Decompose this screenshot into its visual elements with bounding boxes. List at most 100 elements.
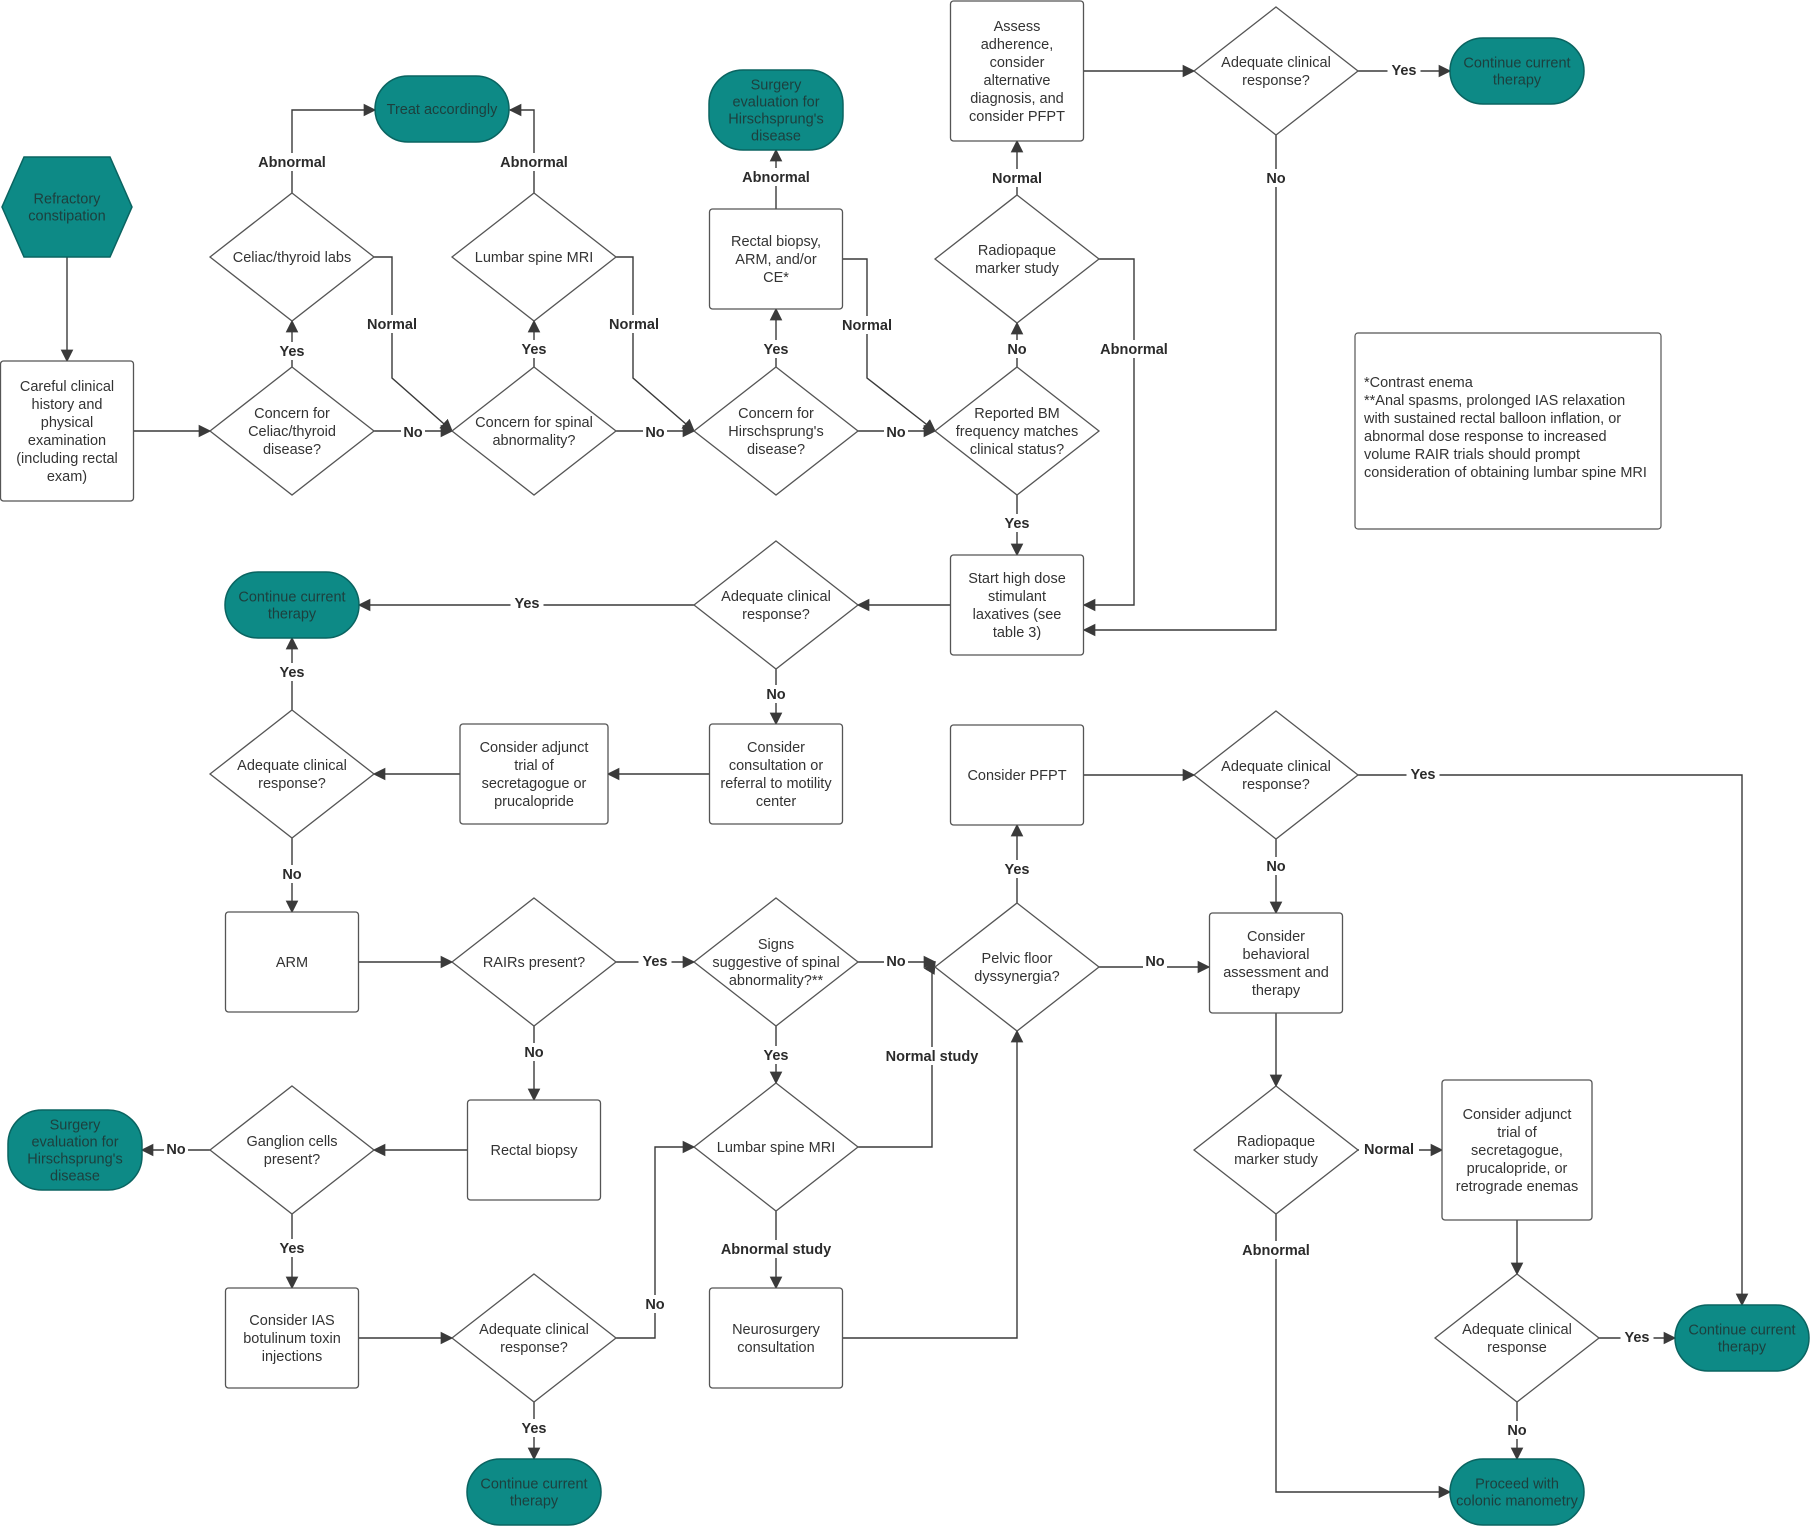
lumbar-mri-top-text: Lumbar spine MRI bbox=[475, 250, 593, 266]
edge-label-bg bbox=[1505, 1421, 1529, 1439]
edge-label-bg bbox=[510, 594, 544, 612]
edge-label-mid-no: No bbox=[766, 687, 785, 703]
celiac-labs-text: Celiac/thyroid labs bbox=[233, 250, 351, 266]
edge-label-bg bbox=[604, 315, 664, 333]
edge-label-bg bbox=[1406, 765, 1440, 783]
edge-label-bg bbox=[362, 315, 422, 333]
edge-label-signs-yes: Yes bbox=[764, 1048, 789, 1064]
edge-label-bg bbox=[884, 423, 908, 441]
treat-accordingly-text: Treat accordingly bbox=[387, 102, 498, 118]
edge-label-celiac-normal: Normal bbox=[367, 317, 417, 333]
edge-label-mri-normal: Normal bbox=[609, 317, 659, 333]
edge-label-bg bbox=[495, 153, 573, 171]
rairs-present-node: RAIRs present? bbox=[450, 897, 618, 1027]
edge-label-bg bbox=[759, 340, 793, 358]
edge-label-left-no: No bbox=[282, 867, 301, 883]
edge-label-biopsy-abnormal: Abnormal bbox=[742, 170, 810, 186]
edge-label-bg bbox=[1620, 1328, 1654, 1346]
rectal-biopsy-text: Rectal biopsy bbox=[490, 1143, 578, 1159]
connector-4 bbox=[291, 103, 377, 193]
rectal-biopsy-node: Rectal biopsy bbox=[466, 1099, 602, 1201]
lumbar-mri-top-node: Lumbar spine MRI bbox=[450, 192, 618, 322]
lumbar-mri-bottom-text: Lumbar spine MRI bbox=[717, 1140, 835, 1156]
consider-pfpt-text: Consider PFPT bbox=[967, 768, 1066, 784]
edge-label-bg bbox=[884, 952, 908, 970]
edge-label-mri-abnormal: Abnormal bbox=[500, 155, 568, 171]
edge-label-ganglion-yes: Yes bbox=[280, 1241, 305, 1257]
connector-35 bbox=[1358, 774, 1749, 1307]
edge-label-bm-no: No bbox=[1007, 342, 1026, 358]
edge-label-bg bbox=[643, 1295, 667, 1313]
edge-label-ganglion-no: No bbox=[166, 1142, 185, 1158]
edge-label-bg bbox=[401, 423, 425, 441]
edge-label-rairs-no: No bbox=[524, 1045, 543, 1061]
edge-label-bg bbox=[638, 952, 672, 970]
arm-text: ARM bbox=[276, 955, 308, 971]
edge-label-bg bbox=[1264, 857, 1288, 875]
consider-pfpt-node: Consider PFPT bbox=[949, 724, 1085, 826]
edge-label-bg bbox=[275, 663, 309, 681]
edge-label-adherence-no: No bbox=[1266, 171, 1285, 187]
connector-8 bbox=[508, 103, 535, 193]
edge-label-radio-abnormal: Abnormal bbox=[1100, 342, 1168, 358]
edge-label-bg bbox=[837, 316, 897, 334]
edge-label-pelvic-yes: Yes bbox=[1005, 862, 1030, 878]
edge-label-celiac-no: No bbox=[403, 425, 422, 441]
edge-label-bg bbox=[737, 168, 815, 186]
edge-label-bg bbox=[1000, 514, 1034, 532]
edge-label-bg bbox=[987, 169, 1047, 187]
edge-label-ias-no: No bbox=[645, 1297, 664, 1313]
edge-label-radio2-abnormal: Abnormal bbox=[1242, 1243, 1310, 1259]
connector-16 bbox=[1082, 258, 1135, 612]
edge-label-bg bbox=[1095, 340, 1173, 358]
edge-label-bg bbox=[517, 340, 551, 358]
edge-label-bg bbox=[280, 865, 304, 883]
edge-label-celiac-yes: Yes bbox=[280, 344, 305, 360]
edge-label-bg bbox=[1005, 340, 1029, 358]
footnote-box bbox=[1354, 332, 1662, 530]
edge-label-mri-abnormal-study: Abnormal study bbox=[721, 1242, 831, 1258]
edge-label-bg bbox=[875, 1047, 989, 1065]
edge-label-bg bbox=[253, 153, 331, 171]
edge-label-bg bbox=[1359, 1140, 1419, 1158]
edge-label-mri-normal-study: Normal study bbox=[886, 1049, 979, 1065]
edge-label-bg bbox=[764, 685, 788, 703]
edge-label-bg bbox=[710, 1240, 842, 1258]
